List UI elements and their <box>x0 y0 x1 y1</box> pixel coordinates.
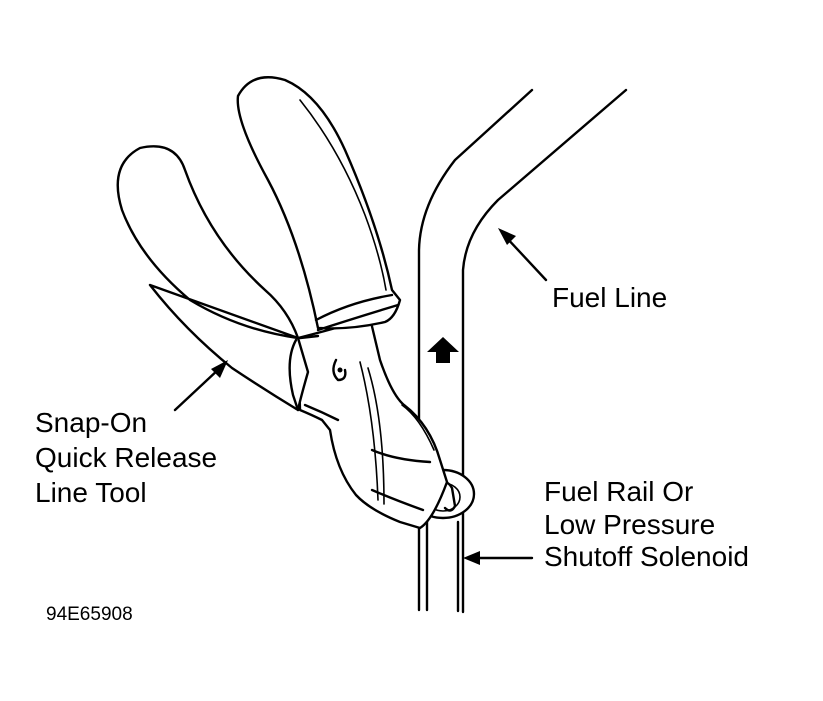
line-tool-label-line-2: Quick Release <box>35 442 218 473</box>
line-tool-label-line-1: Snap-On <box>35 407 148 438</box>
figure-id: 94E65908 <box>46 604 133 625</box>
quick-release-line-tool <box>116 76 449 530</box>
fuel-rail-label-line-1: Fuel Rail Or <box>544 476 694 507</box>
fuel-rail-label-line-3: Shutoff Solenoid <box>544 541 749 572</box>
fuel-rail-label-line-2: Low Pressure <box>544 509 716 540</box>
fuel-line-label: Fuel Line <box>552 282 668 313</box>
leader-line-tool <box>173 360 228 412</box>
leader-fuel-rail <box>463 551 534 565</box>
flow-direction-arrow <box>427 337 459 363</box>
leader-fuel-line <box>498 228 548 282</box>
line-tool-label-line-3: Line Tool <box>35 477 147 508</box>
fuel-line-tube <box>417 88 628 614</box>
